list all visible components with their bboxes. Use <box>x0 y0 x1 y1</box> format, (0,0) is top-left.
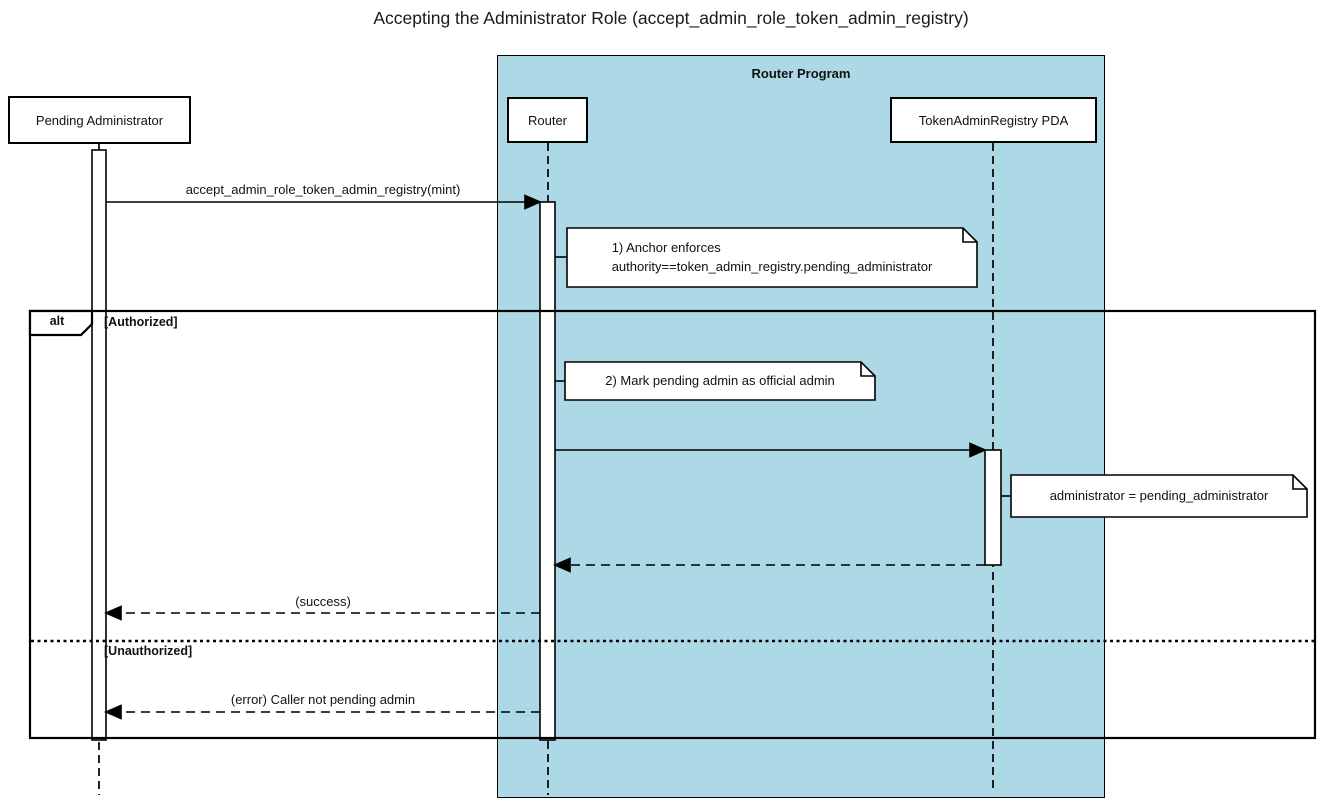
group-router-program-label: Router Program <box>751 66 851 81</box>
note-anchor-enforces-text: 1) Anchor enforces authority==token_admi… <box>567 228 977 287</box>
note-set-administrator-text-content: administrator = pending_administrator <box>1049 487 1269 503</box>
alt-frame-border <box>28 309 1317 740</box>
diagram-title: Accepting the Administrator Role (accept… <box>373 8 969 28</box>
note-anchor-enforces-text-content: 1) Anchor enforces authority==token_admi… <box>611 239 933 274</box>
activation-bars <box>91 149 1002 741</box>
alt-frame <box>28 309 1317 740</box>
alt-operator-label: alt <box>49 314 65 328</box>
message-success-label: (success) <box>295 594 351 609</box>
message-accept-admin-role-arrowhead <box>524 194 543 210</box>
activation-pending-administrator <box>91 149 107 741</box>
participant-pending-administrator: Pending Administrator <box>8 96 191 144</box>
guard-authorized-label: [Authorized] <box>104 315 178 329</box>
message-accept-admin-role-label: accept_admin_role_token_admin_registry(m… <box>185 182 461 197</box>
message-success-arrowhead <box>103 605 122 621</box>
participant-router: Router <box>507 97 588 143</box>
message-error-arrowhead <box>103 704 122 720</box>
message-pda-return-arrowhead <box>552 557 571 573</box>
activation-router <box>539 201 556 741</box>
group-router-program <box>497 55 1105 798</box>
message-error-label: (error) Caller not pending admin <box>230 692 416 707</box>
note-mark-official-admin-text: 2) Mark pending admin as official admin <box>565 362 875 400</box>
notes <box>564 227 1308 518</box>
note-set-administrator <box>1010 474 1308 518</box>
messages <box>103 194 988 720</box>
participant-token-admin-registry-pda: TokenAdminRegistry PDA <box>890 97 1097 143</box>
guard-unauthorized-label: [Unauthorized] <box>104 644 193 658</box>
participant-token-admin-registry-pda-label: TokenAdminRegistry PDA <box>918 112 1069 128</box>
note-connectors <box>555 256 1011 497</box>
note-anchor-enforces <box>566 227 978 288</box>
note-mark-official-admin <box>564 361 876 401</box>
activation-token-admin-registry-pda <box>984 449 1002 566</box>
note-set-administrator-fold <box>1292 475 1307 490</box>
alt-operator-pentagon <box>28 309 94 337</box>
participant-router-label: Router <box>527 112 568 128</box>
note-mark-official-admin-text-content: 2) Mark pending admin as official admin <box>605 372 835 388</box>
participant-pending-administrator-label: Pending Administrator <box>35 112 164 128</box>
note-anchor-enforces-fold <box>962 228 977 243</box>
note-mark-official-admin-fold <box>860 362 875 377</box>
message-router-to-pda-arrowhead <box>969 442 988 458</box>
note-set-administrator-text: administrator = pending_administrator <box>1011 475 1307 517</box>
